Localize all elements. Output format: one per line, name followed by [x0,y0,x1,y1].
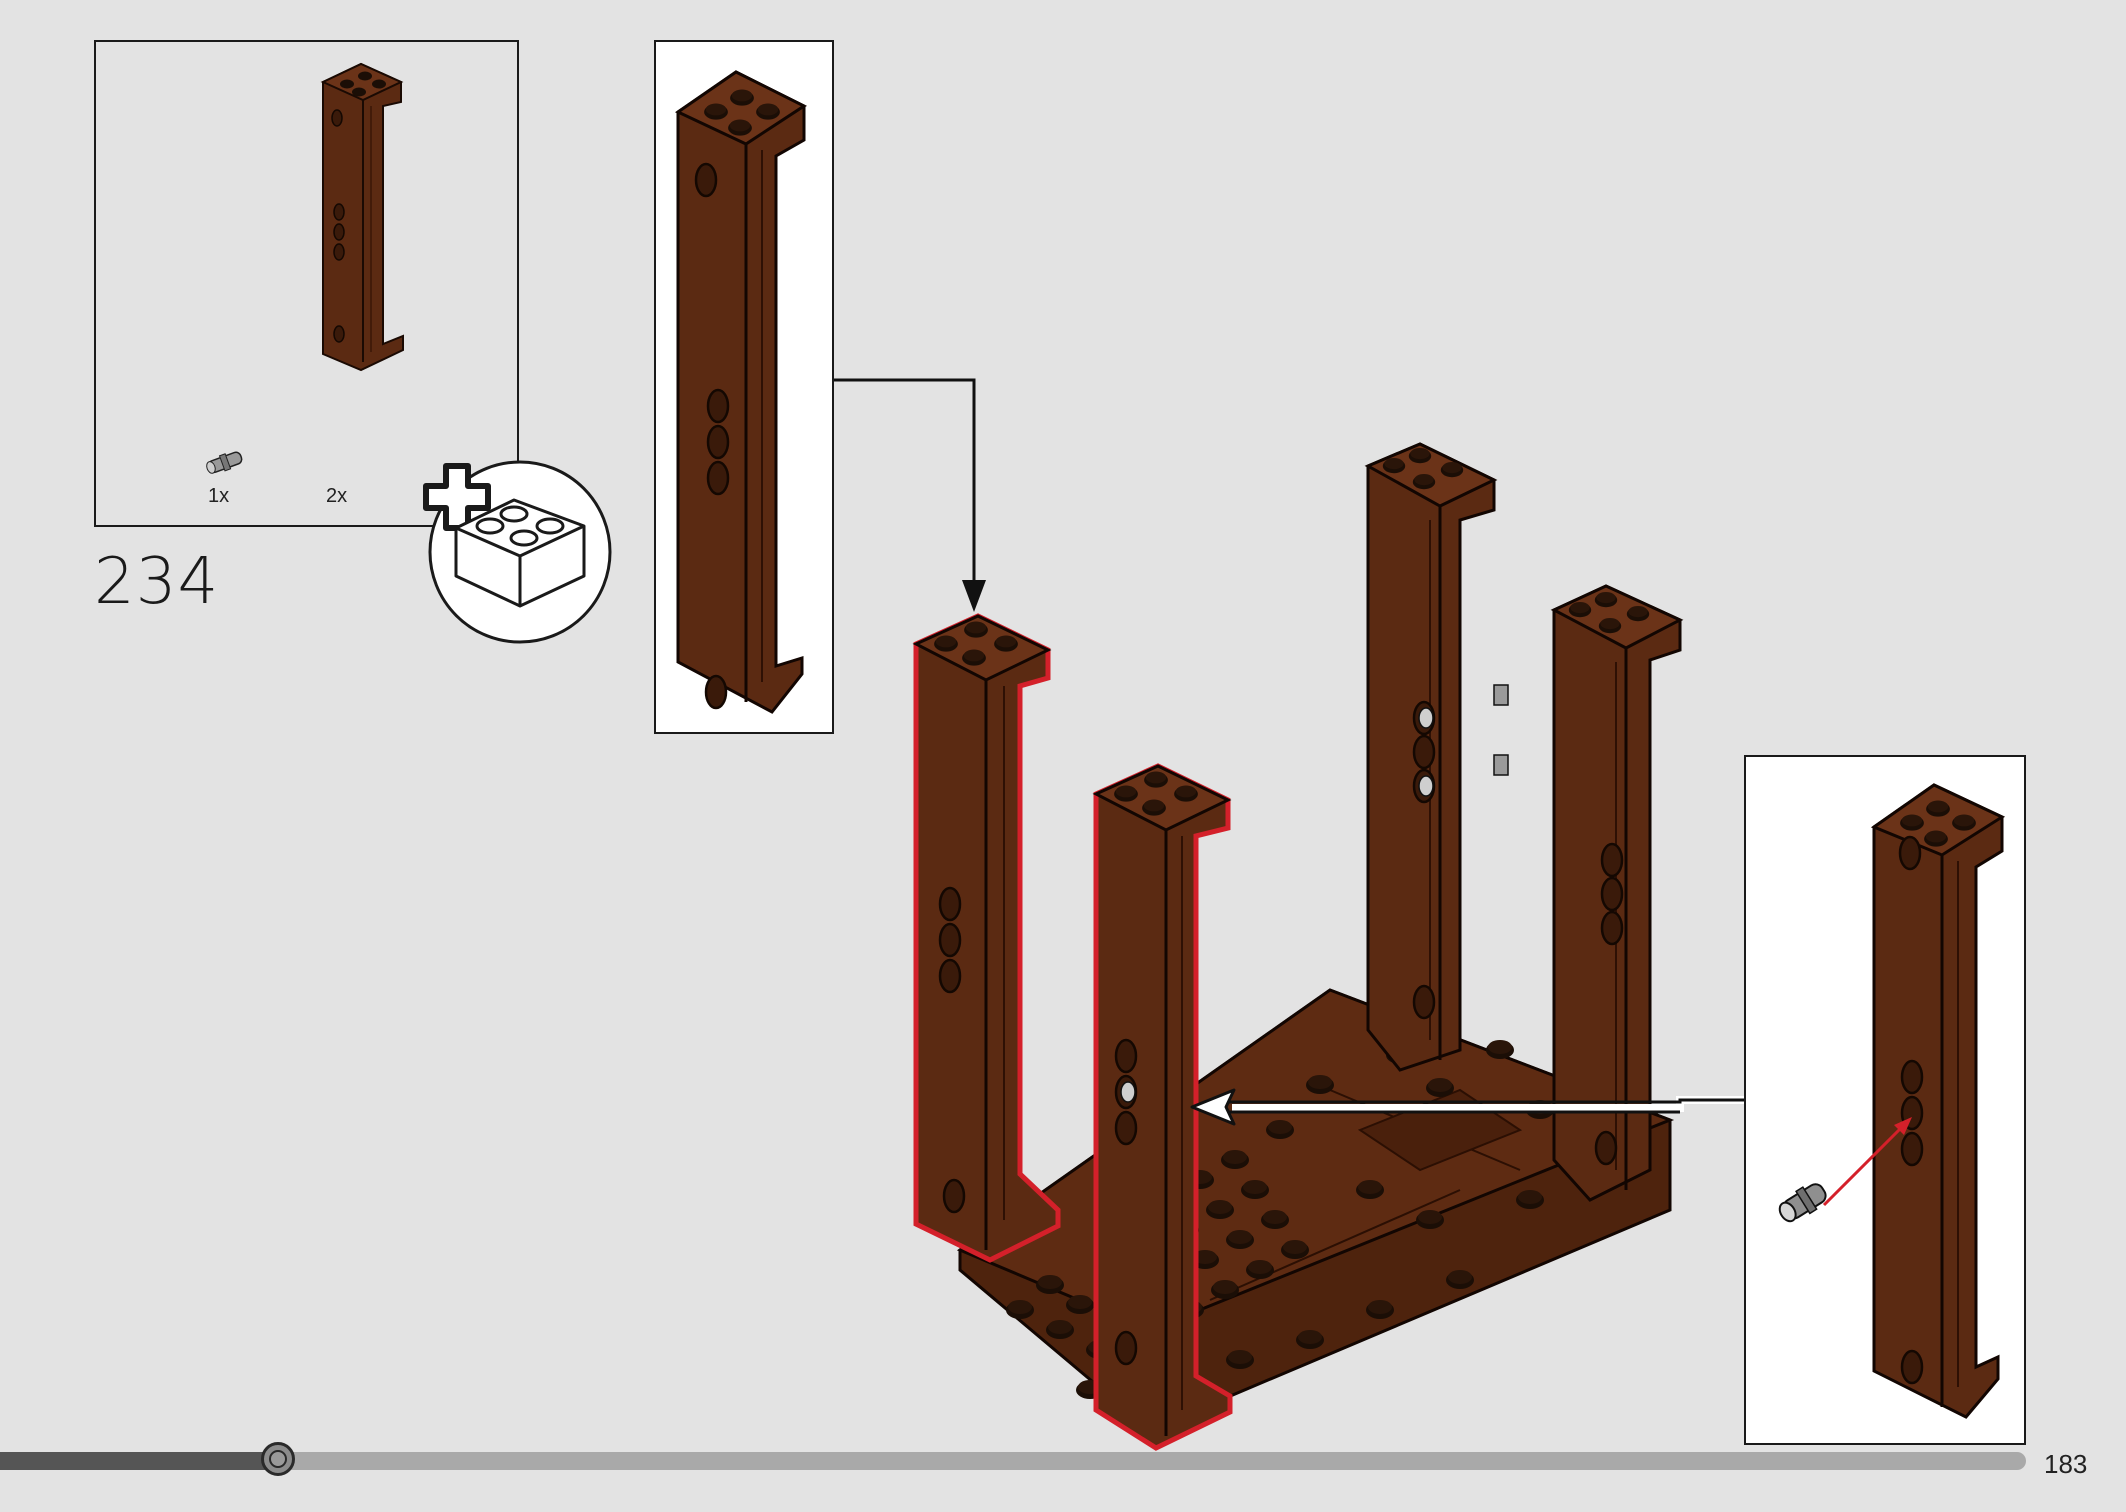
plus-brick-icon [423,460,612,644]
pin-insertion-callout [1744,755,2026,1445]
front-right-column-new [1092,763,1233,1451]
step-number: 234 [94,545,220,619]
parts-callout: 1x 2x [94,40,519,527]
progress-bar [0,1442,2026,1476]
part-qty-pin: 1x [208,485,230,507]
part-qty-column: 2x [326,485,348,507]
subassembly-callout [654,40,834,734]
back-left-column [1364,442,1509,1072]
back-right-column [1550,584,1684,1202]
connector-pin-icon [206,451,243,474]
front-left-column-new [912,613,1061,1263]
brown-column-brick-icon [320,62,404,372]
page-number: 183 [2044,1449,2088,1479]
column-brick-detail [675,70,808,714]
progress-handle [261,1442,295,1476]
progress-fill [0,1452,278,1470]
column-with-pin-detail [1778,783,2006,1419]
main-assembly-drawing [912,442,1684,1451]
